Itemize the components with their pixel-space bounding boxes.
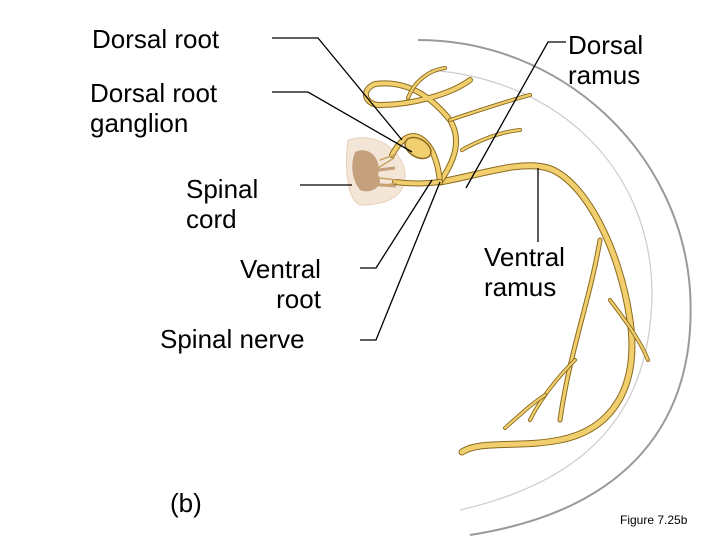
label-dorsal-root-ganglion: Dorsal root ganglion (90, 78, 218, 138)
figure-caption: Figure 7.25b (620, 513, 688, 527)
leader-ventral-root (360, 179, 433, 269)
leader-dorsal-ramus (465, 41, 566, 189)
label-ventral-ramus: Ventral ramus (484, 242, 565, 302)
label-dorsal-ramus: Dorsal ramus (568, 30, 644, 90)
label-ventral-root: Ventral root (240, 254, 321, 314)
spinal-cord-section (346, 137, 406, 206)
leader-lines (272, 37, 566, 341)
label-spinal-nerve: Spinal nerve (160, 324, 305, 354)
body-outline (417, 39, 692, 536)
panel-label: (b) (170, 488, 202, 518)
leader-dorsal-root (272, 37, 403, 141)
leader-spinal-nerve (360, 181, 441, 341)
inner-body-outline (429, 69, 653, 511)
dorsal-root-ganglion-shape (404, 136, 432, 160)
nerve-tracts (363, 66, 650, 456)
leader-dorsal-root-ganglion (272, 91, 413, 153)
label-dorsal-root: Dorsal root (92, 24, 220, 54)
label-spinal-cord: Spinal cord (186, 174, 259, 234)
